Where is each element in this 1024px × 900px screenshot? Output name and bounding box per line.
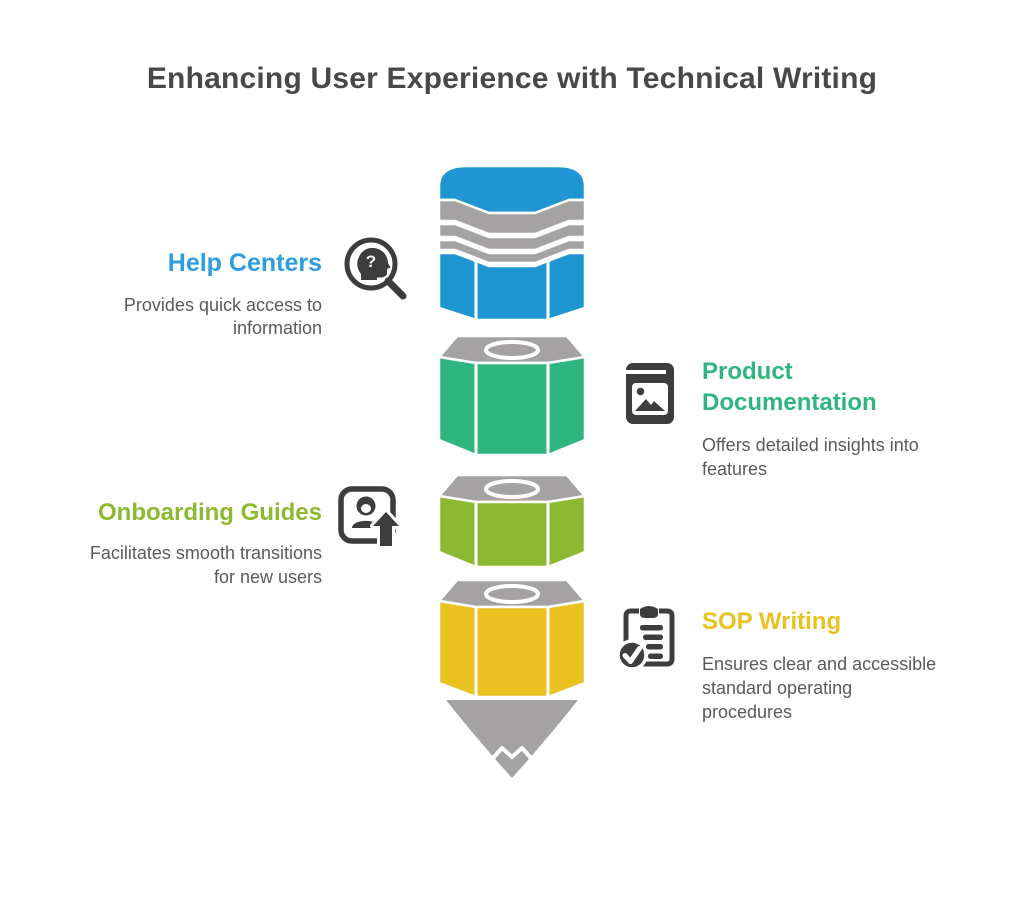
onboarding-guides-description: Facilitates smooth transitions for new u…	[32, 542, 322, 590]
description-line: for new users	[213, 566, 322, 587]
description-line: features	[702, 459, 768, 480]
pencil-segment-onboarding-guides	[437, 473, 587, 569]
sop-writing-description: Ensures clear and accessible standard op…	[702, 653, 952, 724]
heading-line: Product	[702, 358, 793, 385]
heading-line: Onboarding Guides	[97, 499, 322, 526]
heading-line: SOP Writing	[702, 608, 842, 635]
pencil-segment-sop-writing	[437, 578, 587, 699]
pencil-segment-product-documentation	[437, 334, 587, 457]
svg-text:?: ?	[366, 252, 376, 271]
pencil-tip	[446, 700, 578, 778]
user-up-arrow-icon	[338, 486, 402, 549]
help-centers-description: Provides quick access to information	[42, 294, 322, 342]
pencil-segment-help-centers	[437, 251, 587, 322]
pencil-diagram	[437, 164, 587, 778]
help-centers-heading: Help Centers	[42, 247, 322, 280]
heading-line: Documentation	[702, 389, 877, 417]
description-line: Facilitates smooth transitions	[89, 543, 322, 564]
description-line: Provides quick access to	[123, 294, 322, 315]
description-line: information	[232, 318, 322, 339]
onboarding-guides-heading: Onboarding Guides	[32, 497, 322, 528]
section-onboarding-guides: Onboarding Guides Facilitates smooth tra…	[32, 497, 322, 590]
photo-book-icon	[626, 363, 674, 424]
heading-line: Help Centers	[167, 249, 322, 277]
product-documentation-description: Offers detailed insights into features	[702, 434, 952, 482]
description-line: Ensures clear and accessible	[702, 654, 937, 675]
page-title: Enhancing User Experience with Technical…	[146, 62, 878, 95]
pencil-ferrule	[437, 198, 587, 265]
description-line: Offers detailed insights into	[702, 435, 919, 456]
description-line: procedures	[702, 701, 793, 722]
section-product-documentation: Product Documentation Offers detailed in…	[702, 356, 952, 482]
section-sop-writing: SOP Writing Ensures clear and accessible…	[702, 606, 952, 724]
sop-writing-heading: SOP Writing	[702, 606, 952, 637]
description-line: standard operating	[702, 677, 853, 698]
section-help-centers: Help Centers Provides quick access to in…	[42, 247, 322, 341]
product-documentation-heading: Product Documentation	[702, 356, 952, 418]
magnifier-head-question-icon: ?	[344, 237, 407, 300]
clipboard-check-icon	[616, 606, 675, 671]
